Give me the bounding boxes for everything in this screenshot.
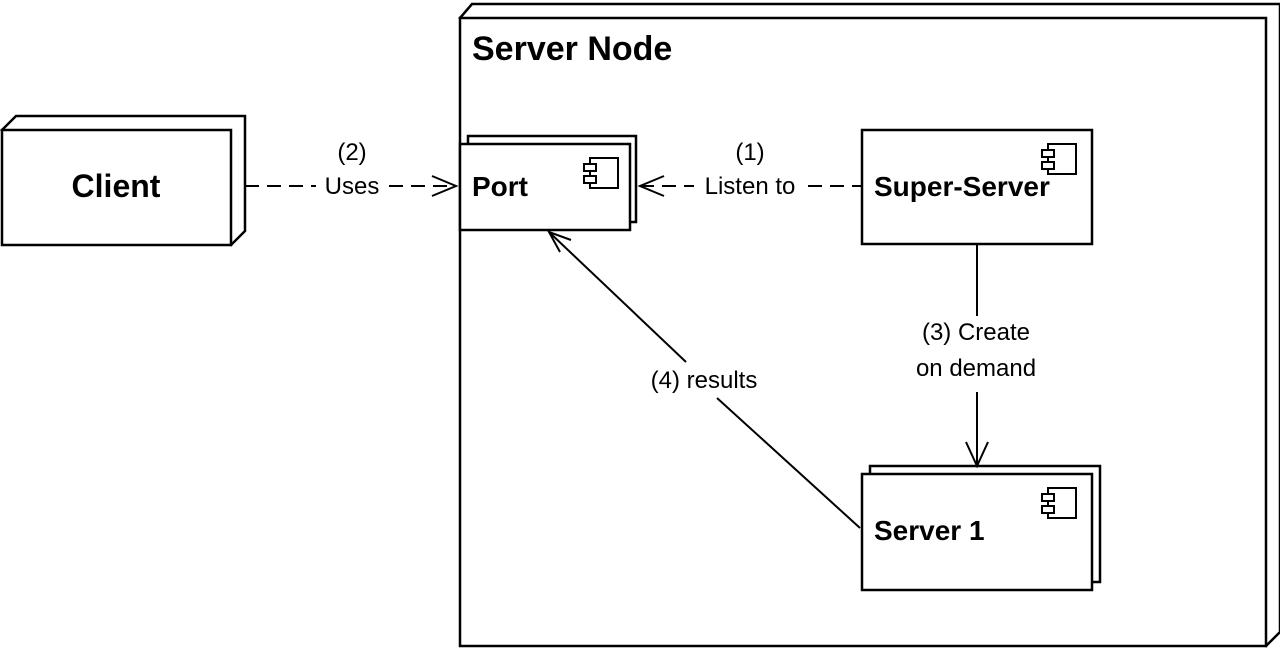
super-server-label: Super-Server xyxy=(874,171,1050,202)
listen-step-label: (1) xyxy=(735,139,764,166)
listen-arrowhead xyxy=(637,175,665,197)
component-icon xyxy=(1041,487,1077,519)
client-label: Client xyxy=(72,168,161,204)
create-label-line2: on demand xyxy=(916,355,1036,382)
create-edge xyxy=(965,244,989,469)
create-arrowhead xyxy=(965,441,989,469)
uses-dependency-edge xyxy=(245,175,459,197)
component-icon xyxy=(583,157,619,189)
listen-dependency-edge xyxy=(637,175,862,197)
server1-label: Server 1 xyxy=(874,515,985,546)
uses-label: Uses xyxy=(325,173,380,200)
create-label-line1: (3) Create xyxy=(922,319,1030,346)
port-label: Port xyxy=(472,171,528,202)
listen-label: Listen to xyxy=(705,173,796,200)
uses-step-label: (2) xyxy=(337,139,366,166)
server-node-label: Server Node xyxy=(472,30,672,68)
component-icon xyxy=(1041,143,1077,175)
client-node-front xyxy=(0,128,233,247)
client-node[interactable] xyxy=(0,114,247,247)
results-label: (4) results xyxy=(651,367,758,394)
uses-arrowhead xyxy=(431,175,459,197)
results-arrowhead xyxy=(546,230,572,253)
results-edge xyxy=(546,230,861,529)
